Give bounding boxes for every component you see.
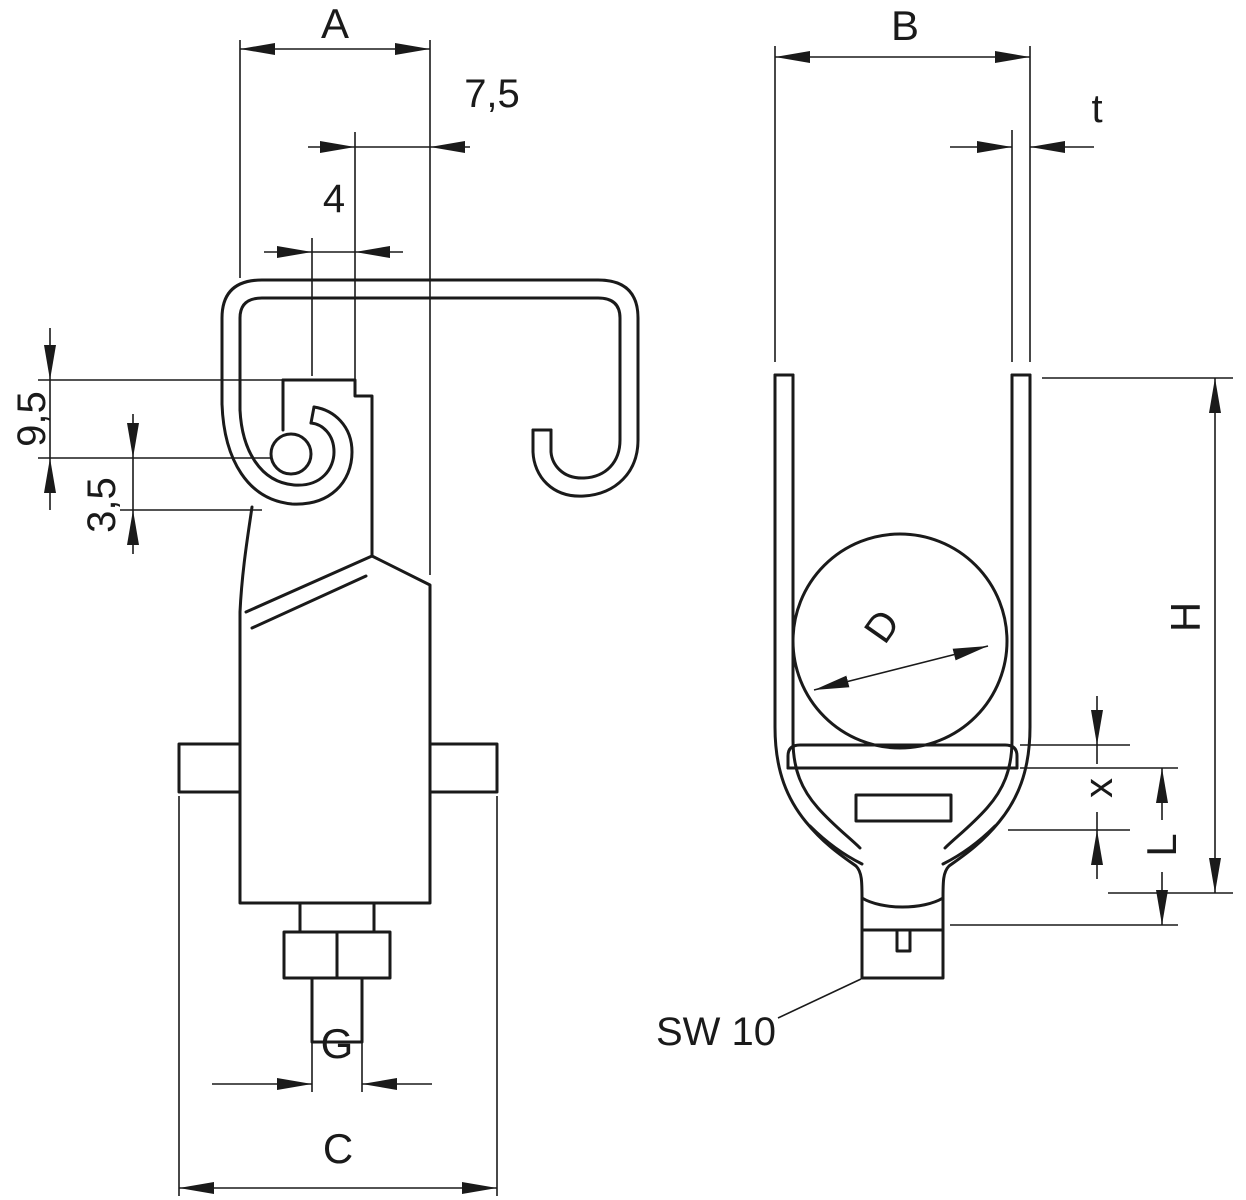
saddle-slot [854,793,953,823]
nut-slot [895,928,912,953]
hat-inner-contour [238,296,622,480]
dim-d: D [813,602,989,691]
body-outline [238,378,432,905]
dim-9-5: 9,5 [10,328,285,510]
right-wall-outer [941,373,1032,932]
dim-a-label: A [321,0,349,47]
dim-3-5-label: 3,5 [80,477,124,533]
callout-sw10: SW 10 [656,978,862,1054]
dim-h-label: H [1162,602,1209,632]
dim-g: G [212,1020,432,1092]
dim-4: 4 [264,177,403,376]
dim-l: L [950,767,1185,926]
dim-c: C [178,796,498,1196]
rail-clip-profile [220,278,640,506]
clamp-body-profile [238,378,432,905]
side-view: A 7,5 4 9,5 [10,0,640,1196]
right-wall-inner [943,373,1014,850]
left-wall-inner [791,373,862,850]
dim-l-label: L [1138,833,1185,856]
callout-sw10-label: SW 10 [656,1010,776,1054]
fold-line-1 [244,554,374,614]
curl-eye [269,432,313,476]
dim-c-label: C [323,1125,353,1172]
fold-line-2 [250,574,368,630]
left-curl-outer [220,402,354,506]
left-wall-outer [773,373,864,932]
stirrup-outline [773,373,1032,980]
callout-leader-line [777,978,862,1019]
dim-4-label: 4 [323,177,345,221]
dim-d-label: D [856,602,909,651]
dim-a: A [239,0,431,575]
flange-plates [177,742,499,794]
left-curl-tip [309,405,316,425]
dim-t-label: t [1091,87,1102,131]
dim-9-5-label: 9,5 [10,391,54,447]
cable-circle [791,532,1009,750]
flange-right [428,742,499,794]
dim-3-5: 3,5 [80,414,262,554]
screw-collar [298,901,376,934]
nut-front [860,928,945,980]
dim-7-5: 7,5 [308,72,520,392]
screw-nut-side [282,901,392,1044]
left-curl-inner [238,408,336,487]
screw-shaft [310,976,364,1044]
dim-x-label: x [1077,778,1121,798]
dim-b: B [774,2,1031,362]
front-view: D B t H [656,2,1233,1054]
dim-h: H [1042,377,1233,894]
hat-outer-contour [220,278,640,498]
dim-x: x [1008,696,1130,879]
nut-side [282,930,392,980]
bottom-curve [860,896,945,909]
dim-7-5-label: 7,5 [464,72,520,116]
saddle-band-top [786,743,1019,770]
dim-b-label: B [891,2,919,49]
dim-g-label: G [321,1020,354,1067]
dim-t: t [950,87,1103,362]
taper-curve-left [808,824,864,866]
flange-left [177,742,242,794]
taper-curve-right [941,824,997,866]
